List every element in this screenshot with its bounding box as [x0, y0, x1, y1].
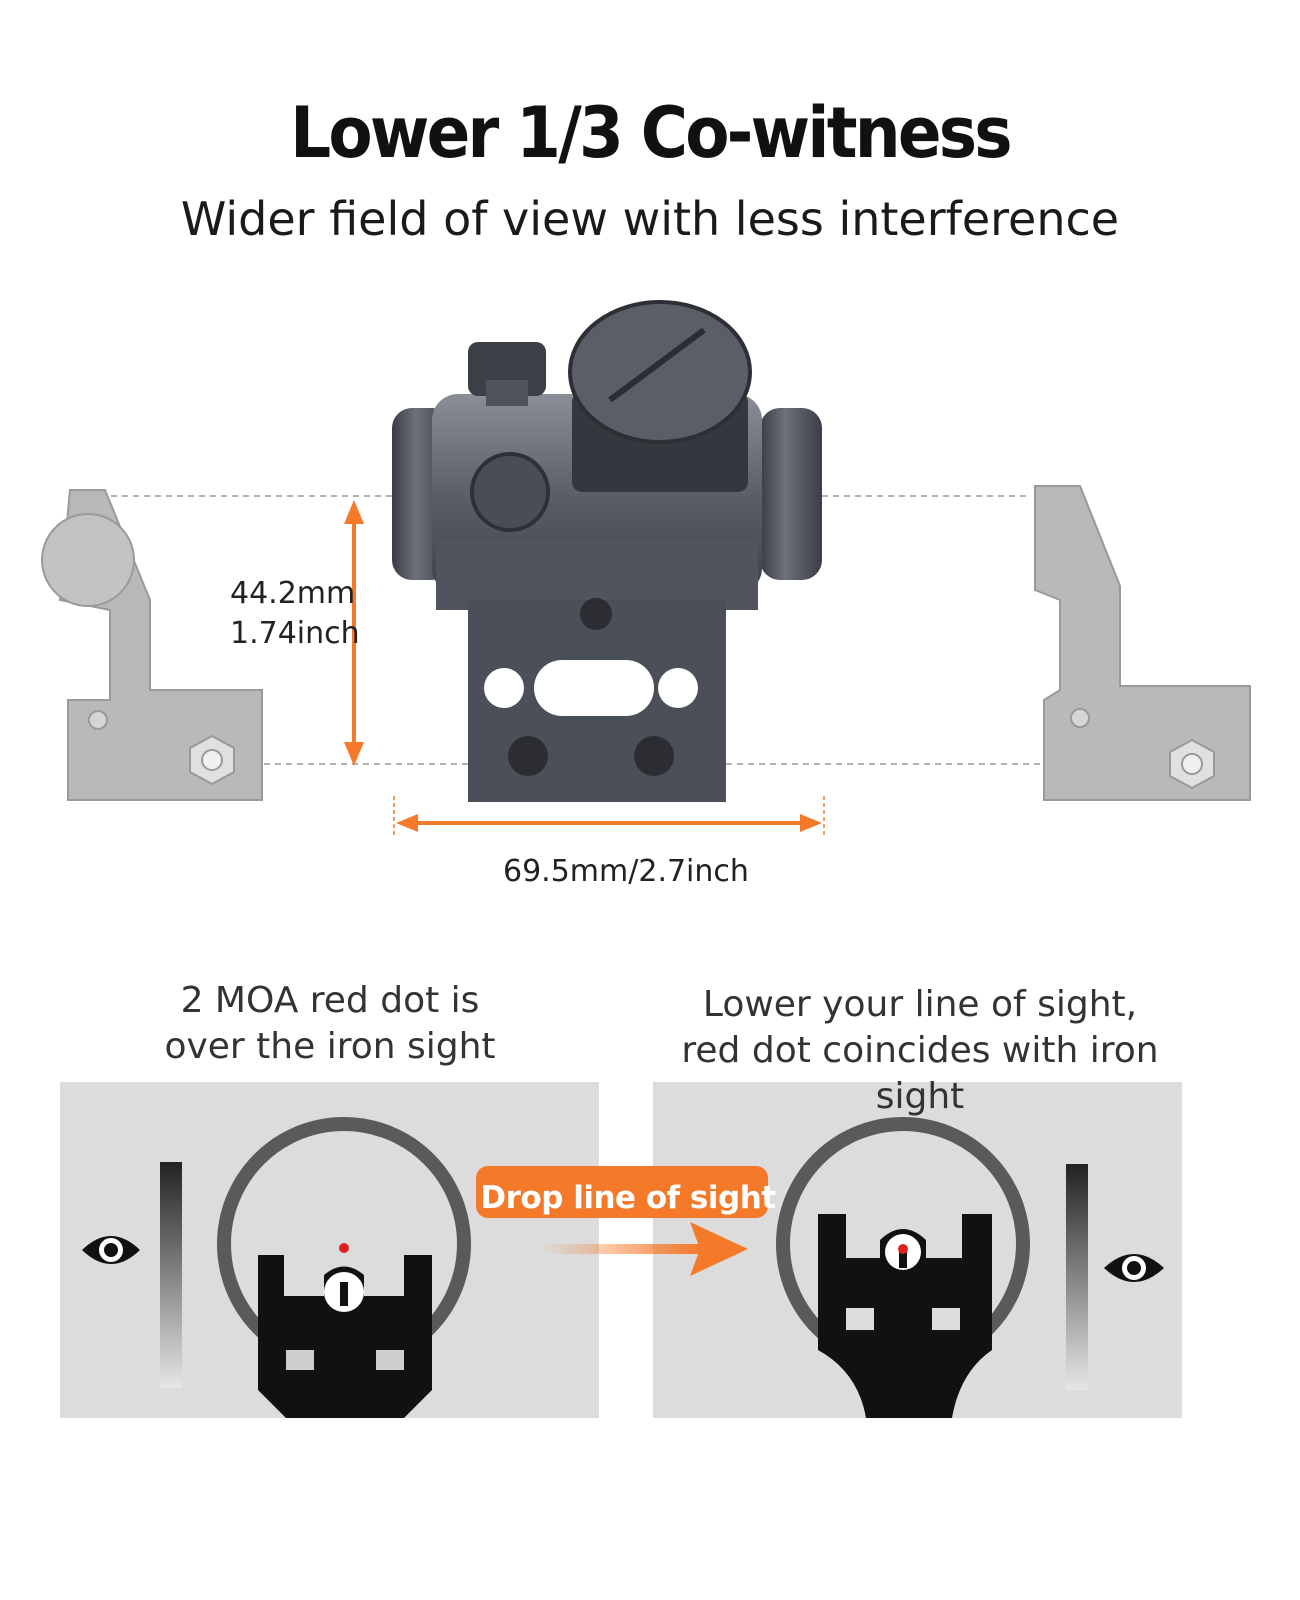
width-dimension-arrow — [393, 796, 825, 836]
eye-icon — [82, 1236, 140, 1264]
page-title: Lower 1/3 Co-witness — [290, 92, 1013, 174]
left-sight-panel — [60, 1082, 599, 1418]
right-caption-line2: red dot coincides with iron sight — [681, 1030, 1159, 1117]
red-dot-sight — [392, 300, 822, 802]
height-dimension-arrow — [344, 500, 364, 766]
drop-line-badge — [476, 1166, 768, 1218]
left-caption-line2: over the iron sight — [164, 1026, 496, 1067]
arrow-right-icon — [540, 1222, 748, 1276]
height-inch-label: 1.74inch — [230, 616, 360, 651]
page-subtitle: Wider field of view with less interferen… — [180, 192, 1120, 246]
height-mm-label: 44.2mm — [230, 576, 356, 611]
rear-iron-sight-left — [41, 489, 263, 801]
drop-line-label: Drop line of sight — [480, 1180, 776, 1216]
width-label: 69.5mm/2.7inch — [503, 854, 749, 889]
eye-icon — [1104, 1254, 1164, 1282]
left-caption-line1: 2 MOA red dot is — [180, 980, 480, 1021]
right-caption-line1: Lower your line of sight, — [702, 984, 1138, 1025]
front-iron-sight-right — [1034, 485, 1251, 801]
